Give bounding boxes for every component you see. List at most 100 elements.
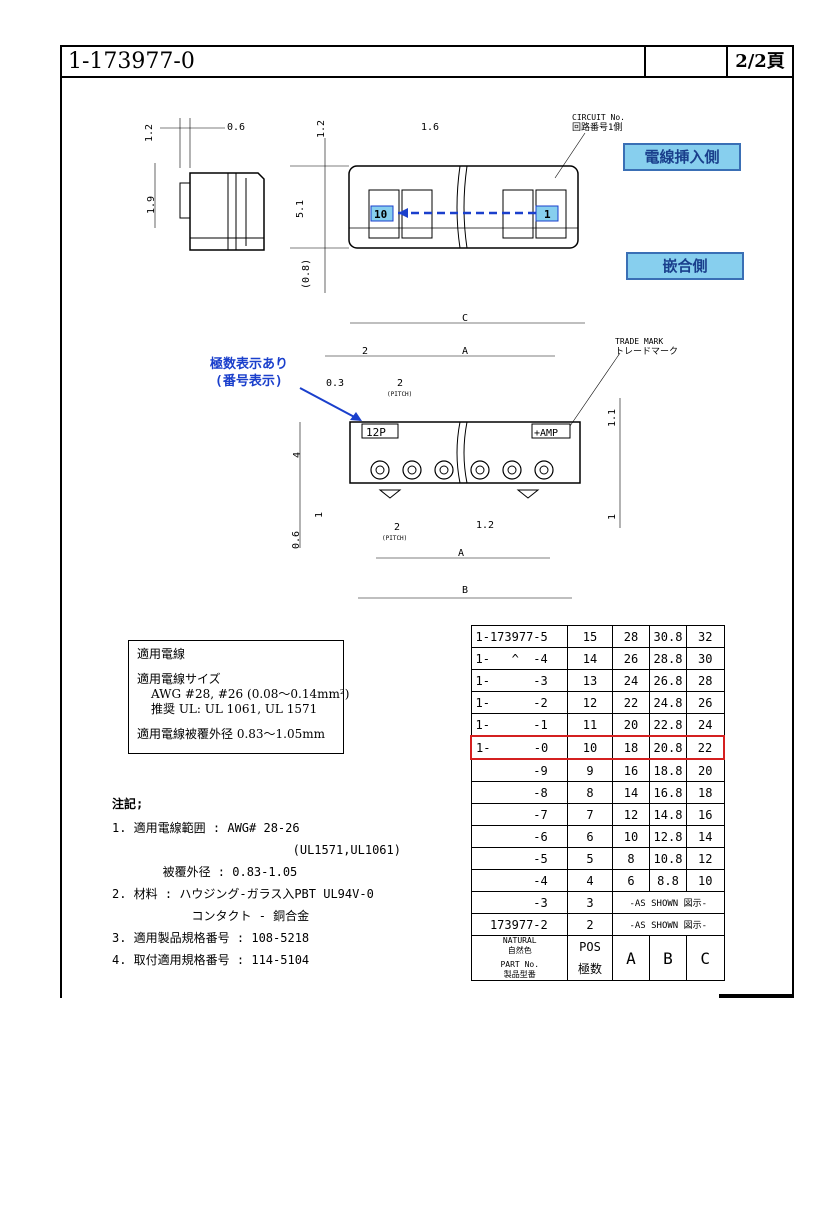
natural-jp-label: 自然色 — [507, 946, 532, 955]
dim-b-cell: 26.8 — [649, 669, 687, 692]
dim-0-6b: 0.6 — [291, 531, 302, 549]
dim-a-cell: 6 — [612, 869, 650, 892]
dim-4: 4 — [292, 452, 303, 458]
pos-cell: 6 — [567, 825, 613, 848]
footer-pos-cell: POS 極数 — [567, 935, 613, 981]
dim-b-cell: 30.8 — [649, 625, 687, 648]
dim-c-cell: 16 — [686, 803, 725, 826]
note-line: 被覆外径 : 0.83-1.05 — [112, 865, 298, 879]
part-number-cell: -6 — [470, 825, 568, 848]
pos-cell: 13 — [567, 669, 613, 692]
wire-recommended: 推奨 UL: UL 1061, UL 1571 — [151, 702, 318, 716]
pos-cell: 2 — [567, 913, 613, 936]
dim-1b: 1 — [607, 514, 618, 520]
footer-b-cell: B — [649, 935, 687, 981]
wire-insert-side-label: 電線挿入側 — [623, 143, 741, 171]
part-number-cell: 1- -2 — [470, 691, 568, 714]
part-number-cell: 1-173977-5 — [470, 625, 568, 648]
pos-cell: 11 — [567, 713, 613, 737]
dim-c-cell: 14 — [686, 825, 725, 848]
note-line: 2. 材料 : ハウジング-ガラス入PBT UL94V-0 — [112, 887, 374, 901]
dim-1a: 1 — [314, 512, 325, 518]
dim-1-2c: 1.2 — [476, 520, 494, 531]
pos-cell: 4 — [567, 869, 613, 892]
dim-b-cell: 20.8 — [649, 735, 687, 760]
dim-1-9: 1.9 — [146, 196, 157, 214]
part-number-cell: -4 — [470, 869, 568, 892]
dim-b-cell: 14.8 — [649, 803, 687, 826]
top-view — [290, 138, 579, 293]
pole-count-display: 極数表示あり — [209, 356, 288, 372]
dim-c-cell: 18 — [686, 781, 725, 804]
note-line: 1. 適用電線範囲 : AWG# 28-26 — [112, 821, 300, 835]
front-view — [299, 322, 621, 599]
dim-a-cell: 24 — [612, 669, 650, 692]
dim-b-cell: 22.8 — [649, 713, 687, 737]
dim-0-6: 0.6 — [227, 122, 245, 133]
note-line: 4. 取付適用規格番号 : 114-5104 — [112, 953, 310, 967]
dim-a-cell: 22 — [612, 691, 650, 714]
dim-c-cell: 28 — [686, 669, 725, 692]
pitch-label-bottom: (PITCH) — [382, 535, 407, 542]
as-shown-cell: -AS SHOWN 図示- — [612, 913, 725, 936]
pitch-label-top: (PITCH) — [387, 391, 412, 398]
mating-side-label: 嵌合側 — [626, 252, 744, 280]
part-number-cell: 1- -3 — [470, 669, 568, 692]
pos-jp-label: 極数 — [577, 961, 602, 976]
pos-cell: 3 — [567, 891, 613, 914]
pos-cell: 5 — [567, 847, 613, 870]
pos-cell: 9 — [567, 758, 613, 782]
dim-b-cell: 10.8 — [649, 847, 687, 870]
number-display: (番号表示) — [215, 373, 283, 389]
circuit-jp-label: 回路番号1側 — [572, 121, 622, 133]
pos-cell: 8 — [567, 781, 613, 804]
wire-outer-dia: 適用電線被覆外径 0.83～1.05mm — [137, 727, 326, 741]
natural-label: NATURAL — [502, 936, 537, 945]
dim-c-cell: 10 — [686, 869, 725, 892]
circuit-no-label: CIRCUIT No. — [572, 113, 625, 122]
dim-a-cell: 20 — [612, 713, 650, 737]
wire-size-label: 適用電線サイズ — [137, 672, 221, 686]
title-block-blank — [646, 47, 728, 76]
note-line: コンタクト - 銅合金 — [112, 909, 310, 923]
pos-cell: 14 — [567, 647, 613, 670]
dim-5-1: 5.1 — [295, 200, 306, 218]
dim-2b: 2 — [397, 378, 403, 389]
part-number-cell: -3 — [470, 891, 568, 914]
bottom-rule — [719, 994, 794, 998]
part-number-cell: 1- ^ -4 — [470, 647, 568, 670]
wire-box-title: 適用電線 — [137, 647, 186, 661]
part-no-label: PART No. — [500, 960, 540, 969]
notes-section: 注記; 1. 適用電線範囲 : AWG# 28-26 (UL1571,UL106… — [112, 793, 401, 971]
trade-mark-jp: トレードマーク — [615, 346, 678, 357]
side-view — [154, 118, 265, 251]
part-number-cell: 1- -0 — [470, 735, 568, 760]
pos-cell: 15 — [567, 625, 613, 648]
part-number-cell: -5 — [470, 847, 568, 870]
dim-c-cell: 22 — [686, 735, 725, 760]
dim-b-cell: 16.8 — [649, 781, 687, 804]
dim-c-cell: 26 — [686, 691, 725, 714]
part-no-jp-label: 製品型番 — [503, 970, 536, 979]
dim-c-cell: 20 — [686, 758, 725, 782]
footer-a-cell: A — [612, 935, 650, 981]
pos-label: POS — [579, 939, 601, 954]
footer-part-cell: NATURAL 自然色 PART No. 製品型番 — [470, 935, 568, 981]
circuit-1-label: 1 — [544, 208, 551, 221]
dim-c-cell: 30 — [686, 647, 725, 670]
note-line: (UL1571,UL1061) — [112, 843, 401, 857]
title-block: 1-173977-0 2/2頁 — [60, 45, 794, 78]
technical-drawing: 1.2 0.6 1.9 10 1 1.2 1.6 5.1 (0.8) CIRCU… — [144, 113, 678, 599]
pos-cell: 7 — [567, 803, 613, 826]
dim-b-cell: 8.8 — [649, 869, 687, 892]
note-line: 3. 適用製品規格番号 : 108-5218 — [112, 931, 310, 945]
